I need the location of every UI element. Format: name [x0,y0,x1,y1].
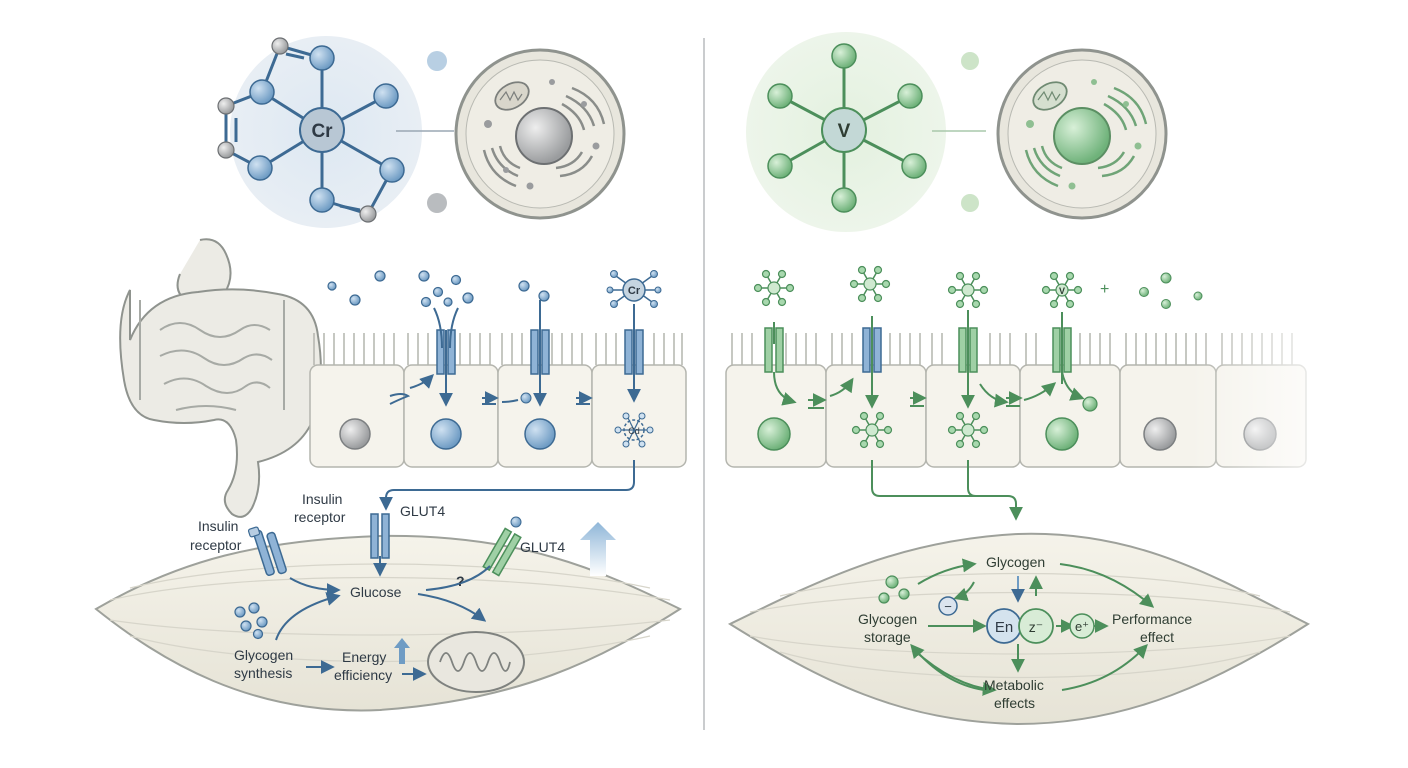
minus-label: − [944,599,952,614]
glycogen-storage-label-2: storage [864,629,911,645]
glut4-label-1: GLUT4 [400,503,445,519]
epithelium-right: V + [725,265,1350,521]
atom-balls [217,37,405,223]
enzyme-complex: En z⁻ [986,608,1054,644]
ions-right [1139,272,1203,309]
up-arrow-icon [580,522,616,576]
cell-illustration-right [996,48,1168,220]
en-label: En [995,619,1013,636]
performance-effect-label-2: effect [1140,629,1174,645]
intestine-illustration [119,238,322,518]
insulin-receptor-label-4: receptor [294,509,346,525]
muscle-fiber-right: − En z⁻ e⁺ Glycogen Glycogen storage Per… [727,532,1311,726]
insulin-receptor-label-3: Insulin [302,491,342,507]
cr-atom-label: Cr [311,121,333,142]
minus-icon [938,596,958,616]
glycogen-synthesis-label-1: Glycogen [234,647,293,663]
small-v-label: V [1059,286,1065,296]
glycogen-storage-label-1: Glycogen [858,611,917,627]
vanadium-molecule: V [746,32,946,232]
e-plus-icon [1069,613,1095,639]
glut4-label-2: GLUT4 [520,539,565,555]
cd-label: Cd [628,426,640,436]
right-panel: V [725,32,1350,726]
glucose-label: Glucose [350,584,402,600]
insulin-receptor-label-1: Insulin [198,518,238,534]
chromium-molecule: Cr [217,36,422,228]
metabolic-effects-label-1: Metabolic [984,677,1044,693]
energy-efficiency-label-2: efficiency [334,667,392,683]
v-atom-label: V [838,121,851,142]
small-cr-label: Cr [628,285,641,297]
decorative-dot [427,193,447,213]
epithelium-left: Cd Cr [309,270,687,511]
performance-effect-label-1: Performance [1112,611,1192,627]
energy-efficiency-label-1: Energy [342,649,386,665]
cr-atom [299,107,345,153]
metabolic-effects-label-2: effects [994,695,1035,711]
question-mark: ? [456,573,465,589]
glycogen-granules [234,602,268,640]
ions-left [327,270,550,308]
e-plus-label: e⁺ [1075,619,1089,634]
energy-up-arrow-icon [394,638,410,664]
insulin-receptor-label-2: receptor [190,537,242,553]
decorative-dot [961,194,979,212]
small-cr-complex: Cr [606,270,662,308]
mitochondrion [427,631,525,693]
glycogen-label: Glycogen [986,554,1045,570]
left-panel: Cr [94,36,687,712]
cd-complex: Cd [614,412,654,448]
plus-sign: + [1100,281,1109,298]
muscle-fiber-left: Insulin receptor Insulin receptor GLUT4 … [94,491,683,712]
transport-arrow [379,460,635,511]
glycogen-granules-right [878,575,910,604]
insulin-receptor [247,526,287,576]
cell-illustration [454,48,626,220]
decorative-dot [427,51,447,71]
z-label: z⁻ [1029,619,1043,635]
glycogen-synthesis-label-2: synthesis [234,665,292,681]
decorative-dot [961,52,979,70]
